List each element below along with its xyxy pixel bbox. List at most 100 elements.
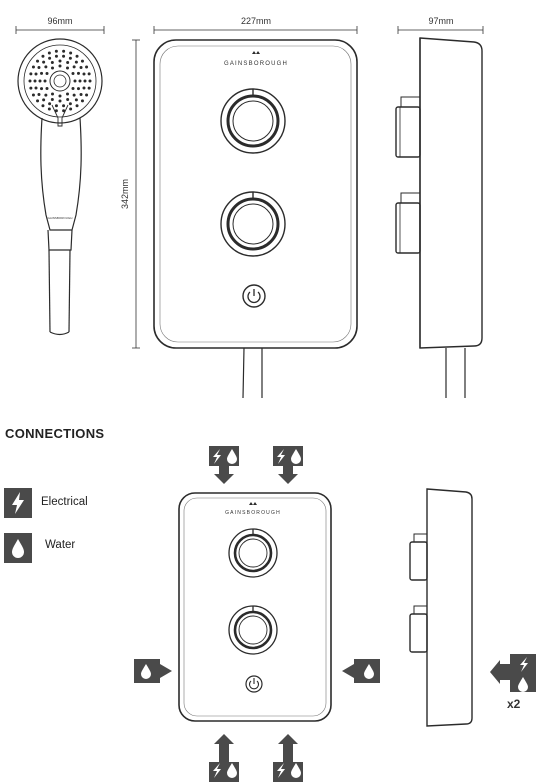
nozzle-dot (45, 72, 49, 75)
nozzle-dot (62, 54, 66, 58)
nozzle-dot (40, 71, 44, 75)
legend-water-label: Water (45, 539, 76, 551)
right-water-entry-icon (342, 659, 380, 683)
nozzle-dot (79, 93, 83, 97)
nozzle-dot (31, 93, 35, 97)
nozzle-dot (72, 65, 76, 69)
nozzle-dot (83, 79, 87, 83)
legend-water-icon (4, 533, 32, 563)
nozzle-dot (68, 56, 72, 60)
nozzle-dot (51, 92, 54, 96)
nozzle-dot (34, 72, 38, 76)
nozzle-dot (85, 65, 89, 69)
nozzle-dot (66, 66, 69, 70)
nozzle-dot (47, 107, 51, 111)
nozzle-dot (41, 104, 45, 108)
nozzle-dot (80, 99, 84, 103)
nozzle-dot (54, 109, 58, 113)
nozzle-dot (58, 59, 62, 63)
crown-logo-icon (252, 51, 260, 54)
nozzle-dot (29, 86, 33, 90)
nozzle-dot (87, 72, 91, 76)
nozzle-dot (36, 59, 40, 63)
power-icon (247, 291, 261, 304)
nozzle-dot (28, 79, 32, 83)
nozzle-dot (29, 72, 33, 76)
legend-electrical-label: Electrical (41, 496, 88, 508)
nozzle-dot (75, 104, 79, 108)
nozzle-dot (38, 79, 42, 83)
nozzle-dot (68, 102, 72, 106)
nozzle-dot (42, 60, 46, 64)
nozzle-dot (58, 94, 62, 98)
nozzle-dot (76, 87, 80, 91)
handset-width-dimension: 96mm (15, 16, 105, 34)
dimension-drawings: 96mm 227mm 97mm 342mm GAINSBOROUGH (15, 16, 484, 399)
nozzle-dot (62, 49, 66, 53)
unit-depth-label: 97mm (428, 16, 453, 26)
bottom-entry-left-icon (209, 734, 239, 782)
crown-logo-icon (249, 502, 257, 505)
nozzle-dot (41, 54, 45, 58)
handset-brand-label: GAINSBOROUGH (48, 216, 73, 220)
nozzle-dot (78, 79, 82, 83)
nozzle-dot (79, 65, 83, 69)
nozzle-dot (54, 54, 58, 58)
nozzle-dot (51, 66, 54, 70)
legend-electrical-icon (4, 488, 32, 518)
nozzle-dot (44, 65, 48, 69)
connections-unit-front: GAINSBOROUGH (178, 492, 332, 722)
power-dial (228, 605, 278, 655)
shower-handset: GAINSBOROUGH (17, 38, 103, 336)
power-dial (220, 191, 286, 257)
power-icon (248, 680, 260, 690)
nozzle-dot (74, 98, 78, 102)
nozzle-dot (82, 72, 86, 76)
bottom-entry-right-icon (273, 734, 303, 782)
connections-title: CONNECTIONS (5, 426, 105, 441)
nozzle-dot (74, 60, 78, 64)
nozzle-dot (66, 61, 70, 65)
nozzle-dot (72, 93, 76, 97)
nozzle-dot (73, 79, 77, 83)
nozzle-dot (69, 51, 73, 55)
nozzle-dot (71, 87, 75, 90)
nozzle-dot (58, 99, 62, 103)
unit-height-label: 342mm (120, 179, 130, 209)
nozzle-dot (44, 93, 48, 97)
nozzle-dot (43, 79, 47, 83)
nozzle-dot (40, 87, 44, 91)
nozzle-dot (88, 79, 92, 83)
nozzle-dot (82, 86, 86, 90)
nozzle-dot (80, 59, 84, 63)
nozzle-dot (37, 93, 41, 97)
nozzle-dot (50, 97, 54, 101)
nozzle-dot (54, 49, 58, 53)
left-water-entry-icon (134, 659, 172, 683)
connections-unit-side (409, 488, 473, 727)
rear-entry-multiplier: x2 (507, 697, 521, 711)
unit-height-dimension: 342mm (120, 39, 140, 349)
nozzle-dot (42, 98, 46, 102)
nozzle-dot (54, 104, 58, 108)
unit-depth-dimension: 97mm (397, 16, 484, 34)
nozzle-dot (48, 102, 52, 106)
nozzle-dot (37, 65, 41, 69)
nozzle-dot (87, 86, 91, 90)
temperature-dial (220, 88, 286, 154)
connections-brand-label: GAINSBOROUGH (225, 510, 281, 516)
shower-unit-side (395, 37, 483, 398)
unit-width-dimension: 227mm (153, 16, 358, 34)
shower-unit-front: GAINSBOROUGH (153, 39, 358, 399)
nozzle-dot (66, 97, 70, 101)
power-button (242, 284, 266, 308)
nozzle-dot (69, 107, 73, 111)
unit-width-label: 227mm (241, 16, 271, 26)
connections-diagram: GAINSBOROUGH (134, 446, 536, 782)
lightning-icon (12, 492, 24, 514)
power-button (245, 675, 263, 693)
water-drop-icon (12, 539, 24, 558)
nozzle-dot (62, 109, 66, 113)
nozzle-dot (36, 99, 40, 103)
nozzle-dot (34, 86, 38, 90)
